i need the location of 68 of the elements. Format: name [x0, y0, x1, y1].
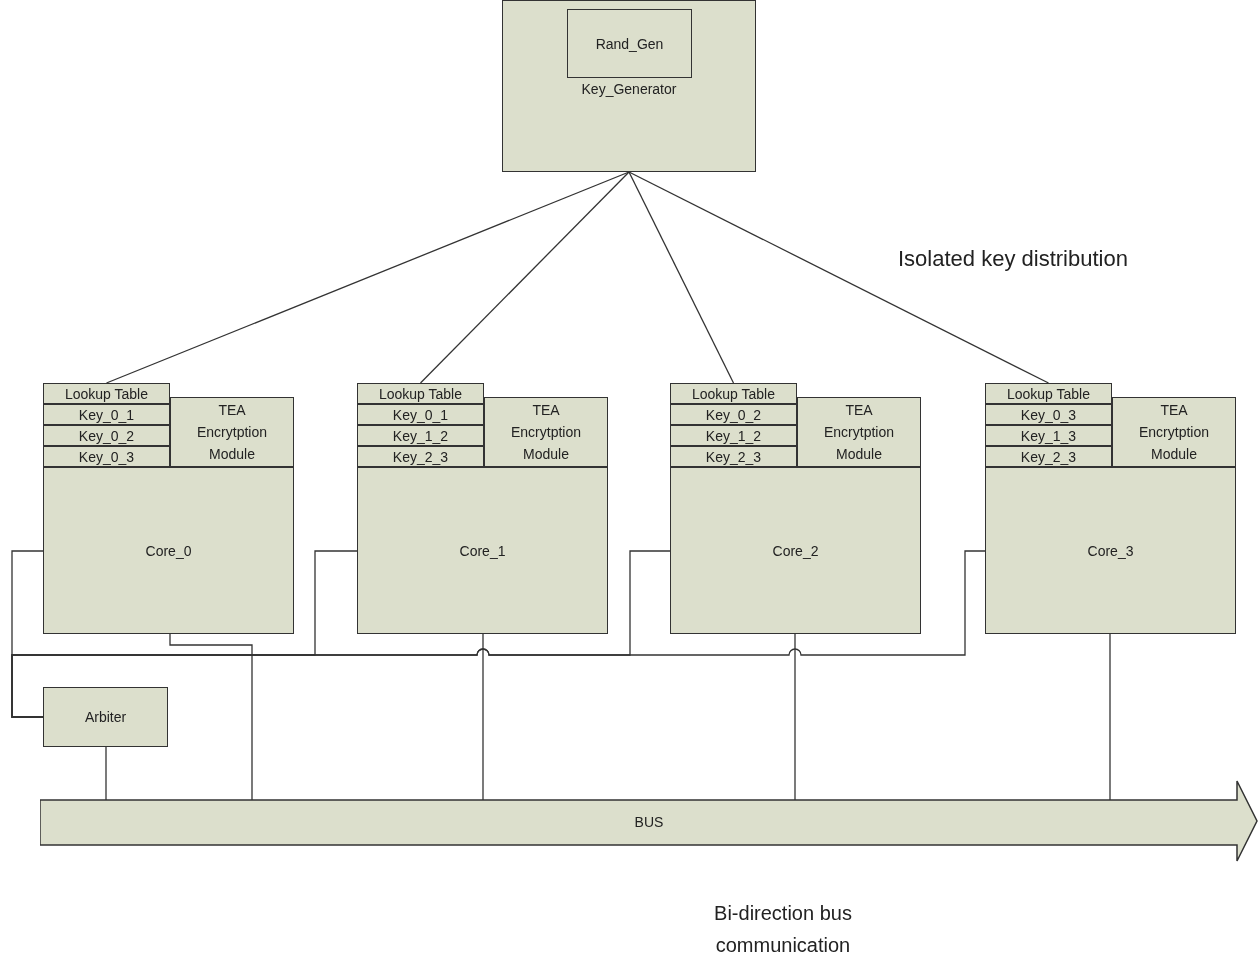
table-header-cell [43, 383, 170, 404]
box-label: Lookup Table [691, 385, 775, 402]
box-label: Key_2_3 [392, 448, 449, 465]
box-label: TEA Encrytption Module [509, 401, 582, 464]
key-cell [357, 446, 484, 467]
key-cell [670, 425, 797, 446]
connector-line [1109, 633, 1111, 801]
key-cell [985, 425, 1112, 446]
connector-line [11, 550, 986, 718]
connector-line [105, 746, 107, 801]
box-label: Core_1 [459, 542, 506, 559]
box-label: Key_2_3 [1020, 448, 1077, 465]
key-cell [985, 404, 1112, 425]
box-label: Key_0_1 [78, 406, 135, 423]
note-text: Isolated key distribution [898, 245, 1128, 273]
module-box [1112, 397, 1236, 467]
box-label: Key_0_3 [1020, 406, 1077, 423]
bus-arrow [40, 780, 1258, 862]
box-label: Key_2_3 [705, 448, 762, 465]
core-box [985, 467, 1236, 634]
generator-box [502, 0, 756, 172]
box-label: Key_0_2 [78, 427, 135, 444]
generator-inner-box [567, 9, 692, 78]
key-cell [43, 425, 170, 446]
box-label: Arbiter [84, 709, 127, 725]
key-cell [985, 446, 1112, 467]
connector-line [794, 633, 796, 801]
box-label: Key_0_3 [78, 448, 135, 465]
table-header-cell [357, 383, 484, 404]
connector-line [628, 171, 735, 384]
module-box [170, 397, 294, 467]
key-cell [670, 446, 797, 467]
box-label: Core_2 [772, 542, 819, 559]
table-header-cell [985, 383, 1112, 404]
core-box [43, 467, 294, 634]
core-box [670, 467, 921, 634]
connector-line [419, 171, 630, 384]
box-label: BUS [634, 813, 664, 832]
key-cell [670, 404, 797, 425]
box-label: Key_1_2 [392, 427, 449, 444]
core-box [357, 467, 608, 634]
box-label: Lookup Table [1006, 385, 1090, 402]
box-label: Core_0 [145, 542, 192, 559]
key-cell [43, 446, 170, 467]
box-label: Lookup Table [378, 385, 462, 402]
table-header-cell [670, 383, 797, 404]
module-box [484, 397, 608, 467]
key-cell [43, 404, 170, 425]
connector-line [105, 171, 630, 384]
box-label: Key_Generator [581, 81, 677, 97]
box-label: TEA Encrytption Module [1137, 401, 1210, 464]
box-label: Rand_Gen [595, 35, 664, 52]
box-label: Key_0_2 [705, 406, 762, 423]
box-label: Lookup Table [64, 385, 148, 402]
box-label: Core_3 [1087, 542, 1134, 559]
box-label: TEA Encrytption Module [822, 401, 895, 464]
key-cell [357, 425, 484, 446]
arbiter-box [43, 687, 168, 747]
connector-line [482, 633, 484, 801]
module-box [797, 397, 921, 467]
key-cell [357, 404, 484, 425]
box-label: Key_0_1 [392, 406, 449, 423]
connector-line [169, 633, 253, 801]
connector-line [628, 171, 1050, 384]
box-label: Key_1_2 [705, 427, 762, 444]
box-label: TEA Encrytption Module [195, 401, 268, 464]
box-label: Key_1_3 [1020, 427, 1077, 444]
note-text: Bi-direction bus communication [713, 901, 853, 958]
